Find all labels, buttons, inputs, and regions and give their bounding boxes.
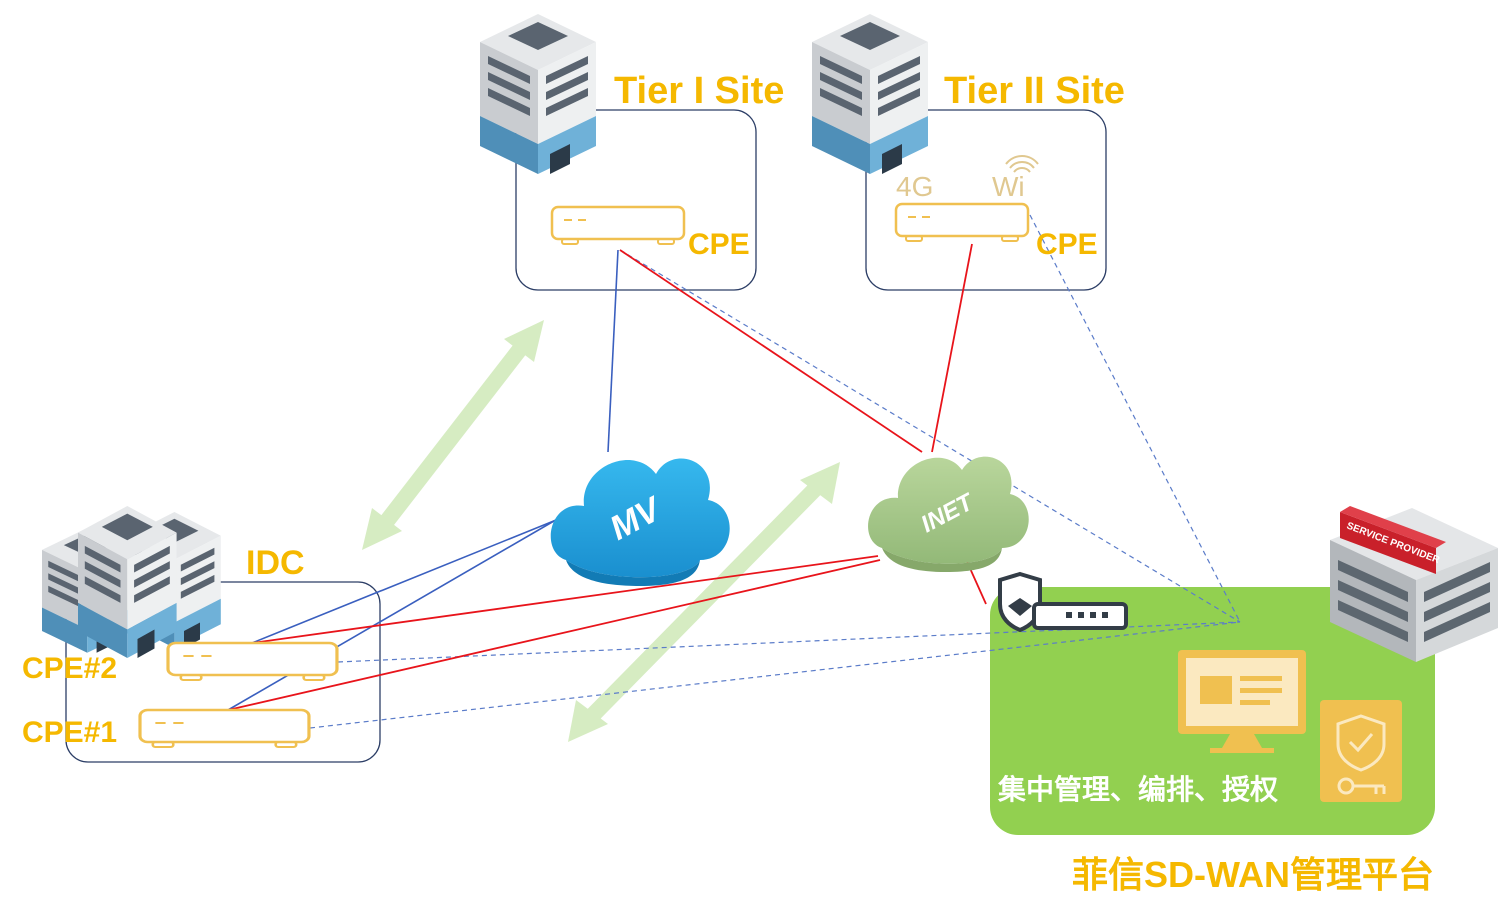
badge-4g: 4G — [896, 171, 933, 202]
tier2-cpe-router-icon — [894, 202, 1030, 243]
wifi-icon — [1005, 155, 1039, 173]
tier2-site-title: Tier II Site — [944, 70, 1125, 112]
tier1-site-title: Tier I Site — [614, 70, 785, 112]
platform-title: 菲信SD-WAN管理平台 — [1072, 854, 1434, 895]
idc-title: IDC — [246, 544, 305, 582]
idc-building-icon — [42, 506, 221, 658]
management-console-icon — [1178, 650, 1306, 753]
sync-arrow-left — [362, 320, 544, 550]
inet-links — [227, 243, 987, 711]
secure-gateway-icon — [998, 571, 1128, 633]
inet-cloud-icon — [868, 456, 1029, 572]
idc-cpe2-label: CPE#2 — [22, 652, 118, 685]
service-provider-building-icon: SERVICE PROVIDER — [1330, 506, 1498, 662]
idc-cpe2-router-icon — [166, 641, 339, 682]
mgmt-links — [309, 214, 1241, 729]
mv-cloud-icon — [550, 458, 730, 586]
badge-wifi: Wi — [992, 171, 1025, 202]
tier2-building-icon — [812, 14, 928, 174]
platform-caption: 集中管理、编排、授权 — [998, 774, 1279, 805]
sync-arrow-right — [568, 462, 840, 742]
tier2-cpe-label: CPE — [1036, 228, 1098, 261]
tier1-site-box — [515, 109, 757, 291]
license-key-icon — [1320, 700, 1402, 802]
mv-links — [227, 249, 619, 711]
tier1-cpe-label: CPE — [688, 228, 750, 261]
tier2-site-box — [865, 109, 1107, 291]
tier1-building-icon — [480, 14, 596, 174]
idc-cpe1-label: CPE#1 — [22, 716, 118, 749]
tier1-cpe-router-icon — [550, 205, 686, 246]
idc-cpe1-router-icon — [138, 708, 311, 749]
idc-site-box — [65, 581, 381, 763]
